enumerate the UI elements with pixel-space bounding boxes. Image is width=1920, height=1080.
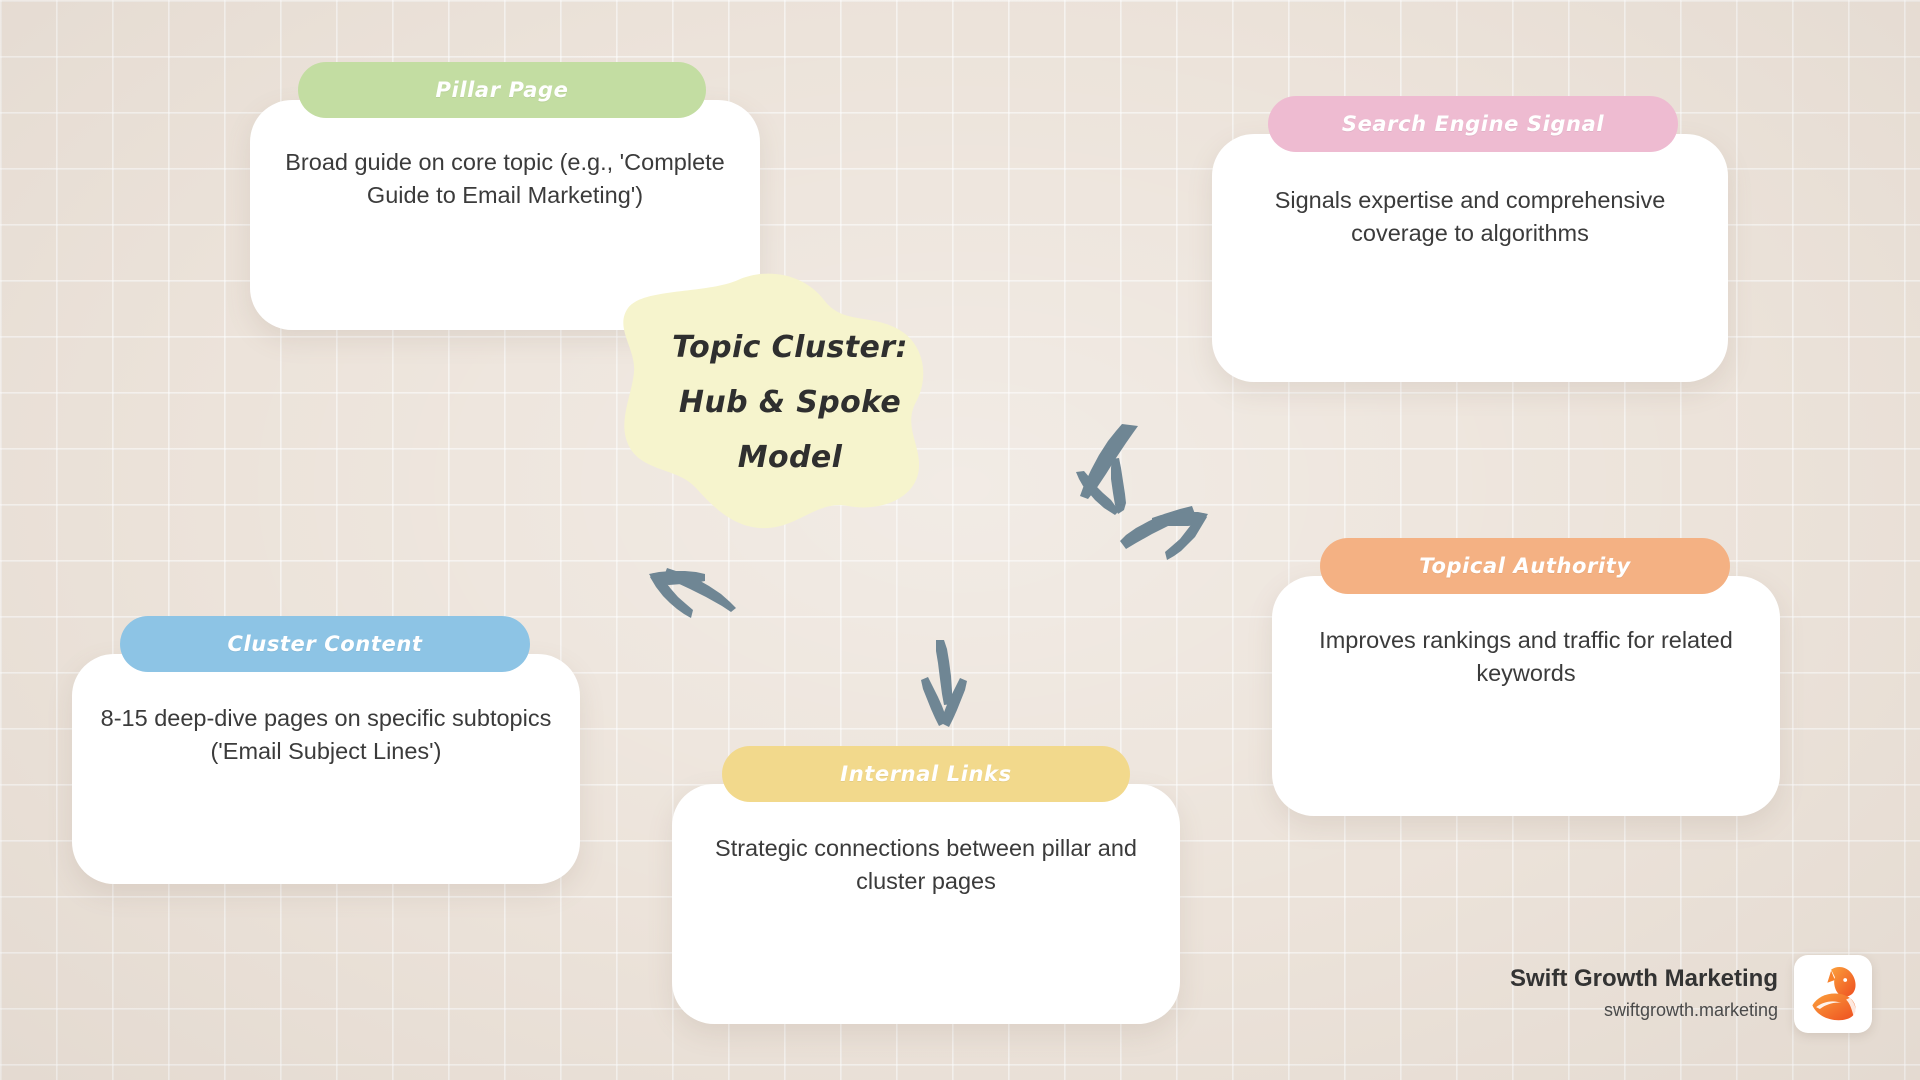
card-pillar-page-header: Pillar Page: [298, 62, 706, 118]
brand-name: Swift Growth Marketing: [1509, 965, 1778, 992]
fox-logo-icon: [1812, 967, 1856, 1021]
arrow-down-right: [1120, 506, 1208, 560]
card-topical-authority-header: Topical Authority: [1320, 538, 1730, 594]
card-search-engine-signal-body: Signals expertise and comprehensive cove…: [1212, 134, 1728, 382]
card-internal-links-body: Strategic connections between pillar and…: [672, 784, 1180, 1024]
card-search-engine-signal-text: Signals expertise and comprehensive cove…: [1274, 187, 1666, 246]
card-internal-links-header: Internal Links: [722, 746, 1130, 802]
center-node-line-2: Hub & Spoke: [678, 384, 902, 420]
center-node-line-3: Model: [737, 439, 843, 475]
brand-url: swiftgrowth.marketing: [1603, 1000, 1778, 1020]
card-topical-authority-text: Improves rankings and traffic for relate…: [1319, 627, 1733, 686]
card-pillar-page-body: Broad guide on core topic (e.g., 'Comple…: [250, 100, 760, 330]
card-topical-authority-title: Topical Authority: [1419, 554, 1631, 578]
center-node[interactable]: Topic Cluster: Hub & Spoke Model: [610, 272, 970, 532]
arrow-down: [921, 640, 967, 727]
card-cluster-content-title: Cluster Content: [227, 632, 423, 656]
card-pillar-page-title: Pillar Page: [435, 78, 569, 102]
card-cluster-content-text: 8-15 deep-dive pages on specific subtopi…: [100, 705, 552, 764]
center-node-label: Topic Cluster: Hub & Spoke Model: [610, 272, 970, 532]
card-pillar-page-text: Broad guide on core topic (e.g., 'Comple…: [285, 149, 725, 208]
card-search-engine-signal-title: Search Engine Signal: [1341, 112, 1605, 136]
card-internal-links-title: Internal Links: [840, 762, 1012, 786]
brand-logo: [1794, 955, 1872, 1033]
card-search-engine-signal-header: Search Engine Signal: [1268, 96, 1678, 152]
card-cluster-content-header: Cluster Content: [120, 616, 530, 672]
card-topical-authority-body: Improves rankings and traffic for relate…: [1272, 576, 1780, 816]
center-node-line-1: Topic Cluster:: [672, 329, 908, 365]
center-node-blob: [623, 273, 924, 529]
brand-watermark: Swift Growth Marketing swiftgrowth.marke…: [1510, 955, 1872, 1033]
card-cluster-content-body: 8-15 deep-dive pages on specific subtopi…: [72, 654, 580, 884]
brand-text: Swift Growth Marketing swiftgrowth.marke…: [1510, 965, 1778, 1023]
card-internal-links-text: Strategic connections between pillar and…: [715, 835, 1137, 894]
arrow-down-left: [649, 568, 736, 618]
arrow-up-right: [1076, 424, 1138, 515]
